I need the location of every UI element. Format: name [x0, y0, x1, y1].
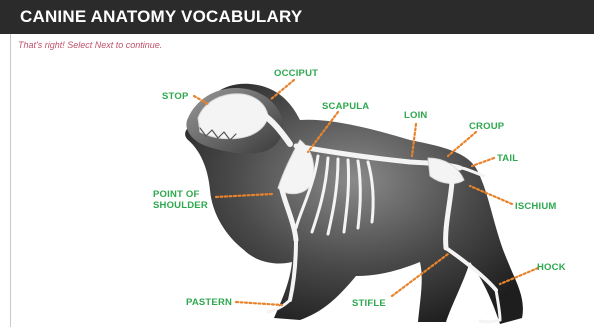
- leader-pastern: [236, 302, 282, 305]
- label-ischium: ISCHIUM: [515, 201, 557, 212]
- label-occiput: OCCIPUT: [274, 68, 318, 79]
- label-stop: STOP: [162, 91, 189, 102]
- label-loin: LOIN: [404, 110, 428, 121]
- label-point-of-shoulder: POINT OF SHOULDER: [153, 189, 208, 211]
- leader-croup: [448, 132, 476, 156]
- label-point-of-shoulder-line2: SHOULDER: [153, 200, 208, 211]
- label-hock: HOCK: [537, 262, 566, 273]
- label-stifle: STIFLE: [352, 298, 386, 309]
- label-croup: CROUP: [469, 121, 504, 132]
- label-point-of-shoulder-line1: POINT OF: [153, 189, 208, 200]
- label-tail: TAIL: [497, 153, 518, 164]
- label-pastern: PASTERN: [186, 297, 232, 308]
- label-scapula: SCAPULA: [322, 101, 369, 112]
- leader-tail: [472, 158, 494, 166]
